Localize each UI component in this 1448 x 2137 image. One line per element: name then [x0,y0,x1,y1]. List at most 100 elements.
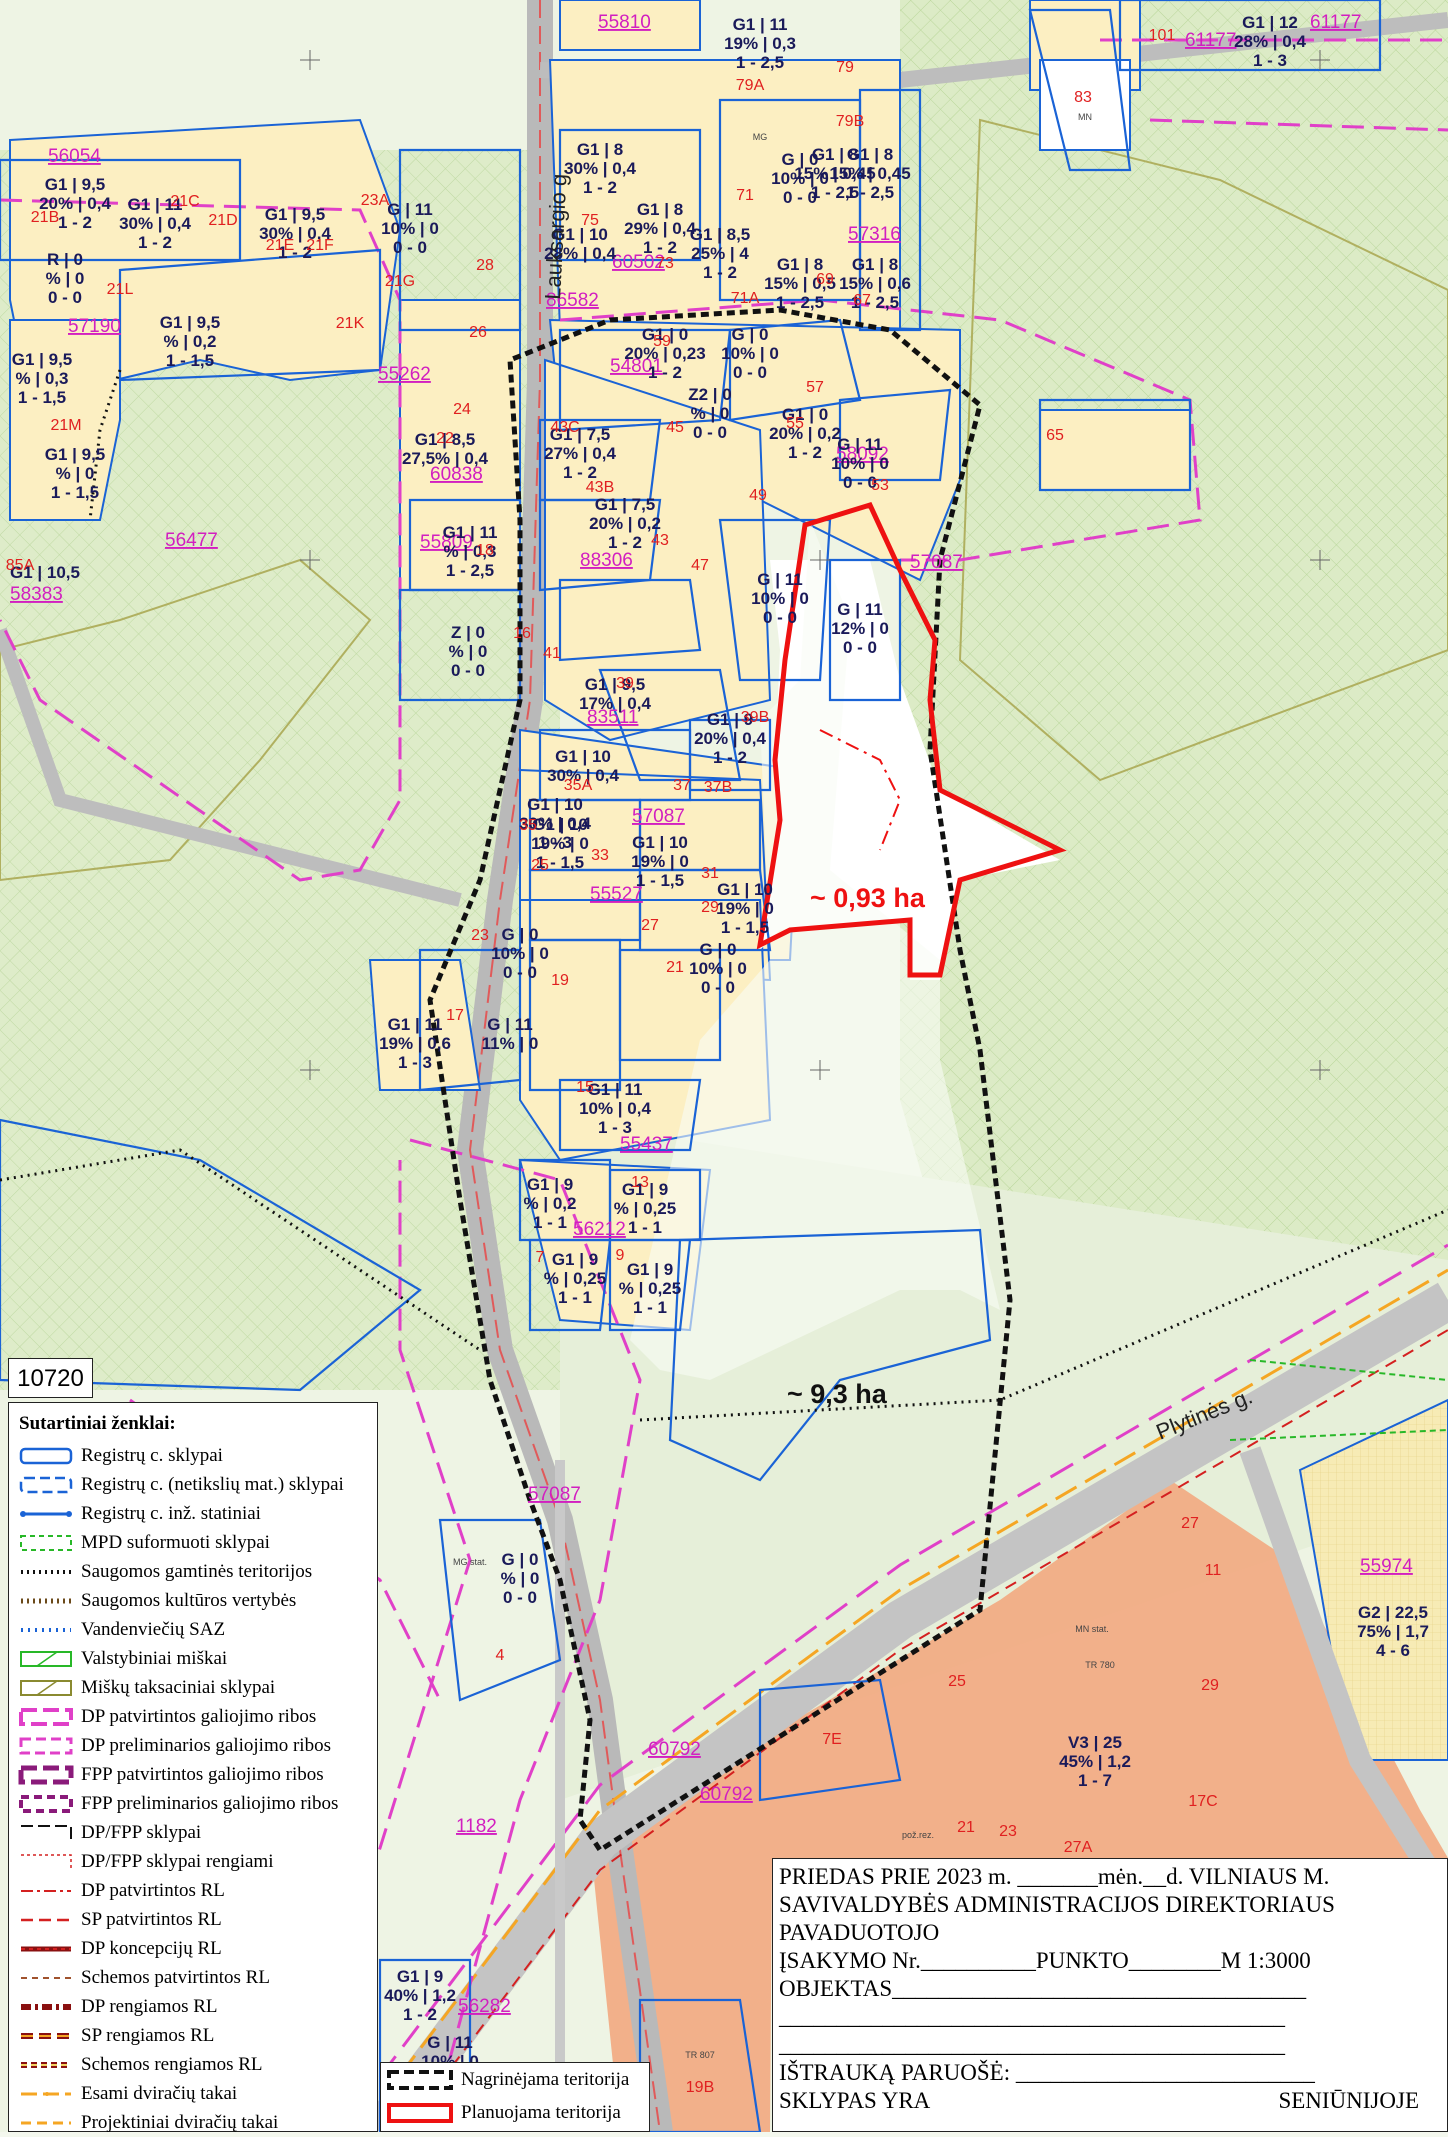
legend-item-label: Projektiniai dviračių takai [81,2111,279,2133]
zone-code-label: G1 | 9 [627,1260,673,1279]
plot-number-label: 67 [853,292,871,309]
plot-number-label: 49 [749,487,767,504]
parcel-id-label: 57316 [848,224,901,245]
planned-area-label: ~ 0,93 ha [810,883,926,913]
zone-code-label: 1 - 2 [643,238,677,257]
zone-code-label: G | 11 [427,2033,472,2052]
zone-code-label: 1 - 3 [538,833,572,852]
zone-code-label: G1 | 0 [642,325,688,344]
zone-code-label: 1 - 2 [58,213,92,232]
territory-legend: Nagrinėjama teritorija Planuojama terito… [380,2062,650,2132]
parcel-id-label: 60792 [700,1784,753,1805]
legend-title: Sutartiniai ženklai: [19,1413,176,1434]
zone-code-label: 0 - 0 [701,978,735,997]
parcel-id-label: 57087 [910,552,963,573]
plot-number-label: 7E [822,1731,842,1748]
title-line-7: ________________________________________… [779,2032,1285,2057]
plot-number-label: 21F [306,237,334,254]
plot-number-label: 23 [999,1823,1017,1840]
title-line-9b: SENIŪNIJOJE [1278,2088,1419,2113]
planned-area-legend: Planuojama teritorija [381,2096,649,2129]
natural-protected-area-icon [21,1569,71,1574]
title-line-3: PAVADUOTOJO [779,1920,940,1945]
zone-code-label: G1 | 8 [577,140,623,159]
map-small-label: MG stat. [453,1557,487,1567]
zone-code-label: G1 | 9 [707,710,753,729]
plot-number-label: 19 [551,972,569,989]
zone-code-label: G1 | 10 [532,815,588,834]
legend-item-label: Saugomos kultūros vertybės [81,1589,297,1611]
zone-code-label: G1 | 11 [443,523,498,542]
parcel-id-label: 60838 [430,464,483,485]
zone-code-label: 1 - 2 [713,748,747,767]
plot-number-label: 47 [691,557,709,574]
plot-number-label: 28 [476,257,494,274]
planned-area-icon [387,2102,453,2123]
legend-item-label: DP rengiamos RL [81,1995,218,2017]
map-small-label: MG [753,132,768,142]
zone-code-label: 0 - 0 [48,288,82,307]
examined-area-legend-label: Nagrinėjama teritorija [461,2068,630,2090]
plot-number-label: 43B [586,479,614,496]
plot-number-label: 17 [446,1007,464,1024]
zone-code-label: G1 | 9 [397,1967,443,1986]
zone-code-label: 1 - 1 [633,1298,667,1317]
zone-code-label: Z | 0 [451,623,485,642]
zone-code-label: G1 | 8 [847,145,893,164]
zone-code-label: 28% | 0,4 [1234,32,1306,51]
plot-number-label: 25 [948,1673,966,1690]
zone-code-label: G1 | 12 [1242,13,1298,32]
scheme-approved-rl-icon [21,1976,71,1979]
zone-code-label: G1 | 9,5 [585,675,646,694]
zone-code-label: G1 | 9,5 [45,445,106,464]
map-small-label: pož.rez. [902,1830,934,1840]
zone-code-label: % | 0,25 [614,1199,676,1218]
zone-code-label: G1 | 10 [527,795,583,814]
zone-code-label: 19% | 0 [631,852,689,871]
zone-code-label: G1 | 9 [527,1175,573,1194]
zone-code-label: G1 | 10 [632,833,688,852]
zone-code-label: G | 11 [387,200,432,219]
plot-number-label: 4 [496,1647,505,1664]
zone-code-label: G | 11 [487,1015,532,1034]
plot-number-label: 27 [641,917,659,934]
legend-item: Registrų c. sklypai [17,1441,377,1470]
zone-code-label: 20% | 0,23 [624,344,705,363]
plot-number-label: 85A [6,557,35,574]
legend-item: DP/FPP sklypai [17,1818,377,1847]
zone-code-label: 4 - 6 [1376,1641,1410,1660]
plot-number-label: 21M [50,417,81,434]
legend-item: Valstybiniai miškai [17,1644,377,1673]
zone-code-label: 15% | 0,45 [794,164,875,183]
legend-item-label: Miškų taksaciniai sklypai [81,1676,276,1698]
state-forest-icon [20,1650,72,1667]
plot-number-label: 37 [673,777,691,794]
parcel-id-label: 61177 [1310,12,1361,33]
zone-code-label: % | 0,3 [444,542,497,561]
zone-code-label: 1 - 1,5 [636,871,684,890]
plot-number-label: 11 [1205,1562,1222,1579]
legend-item-label: DP preliminarios galiojimo ribos [81,1734,331,1756]
mpd-parcel-icon [20,1534,72,1551]
title-line-1: PRIEDAS PRIE 2023 m. _______mėn.__d. VIL… [779,1864,1330,1889]
legend-item: Saugomos kultūros vertybės [17,1586,377,1615]
plot-number-label: 21D [208,212,237,229]
planned-rl-line [819,729,902,851]
parcel-id-label: 54801 [610,356,663,377]
plot-number-label: 65 [1046,427,1064,444]
title-block: PRIEDAS PRIE 2023 m. _______mėn.__d. VIL… [772,1858,1448,2132]
plot-number-label: 13 [631,1174,649,1191]
zone-code-label: G1 | 10 [552,225,608,244]
plot-number-label: 26 [469,324,487,341]
parcel-id-label: 56054 [48,146,101,167]
planned-area-legend-label: Planuojama teritorija [461,2101,621,2123]
plot-number-label: 9 [616,1247,625,1264]
plot-number-label: 59 [653,333,671,350]
grid-crosses [300,50,1330,1080]
plot-number-label: 19B [686,2079,714,2096]
plot-number-label: 21L [107,281,134,298]
legend-item: FPP preliminarios galiojimo ribos [17,1789,377,1818]
zone-code-label: % | 0 [56,464,95,483]
cultural-heritage-icon [21,1598,71,1603]
